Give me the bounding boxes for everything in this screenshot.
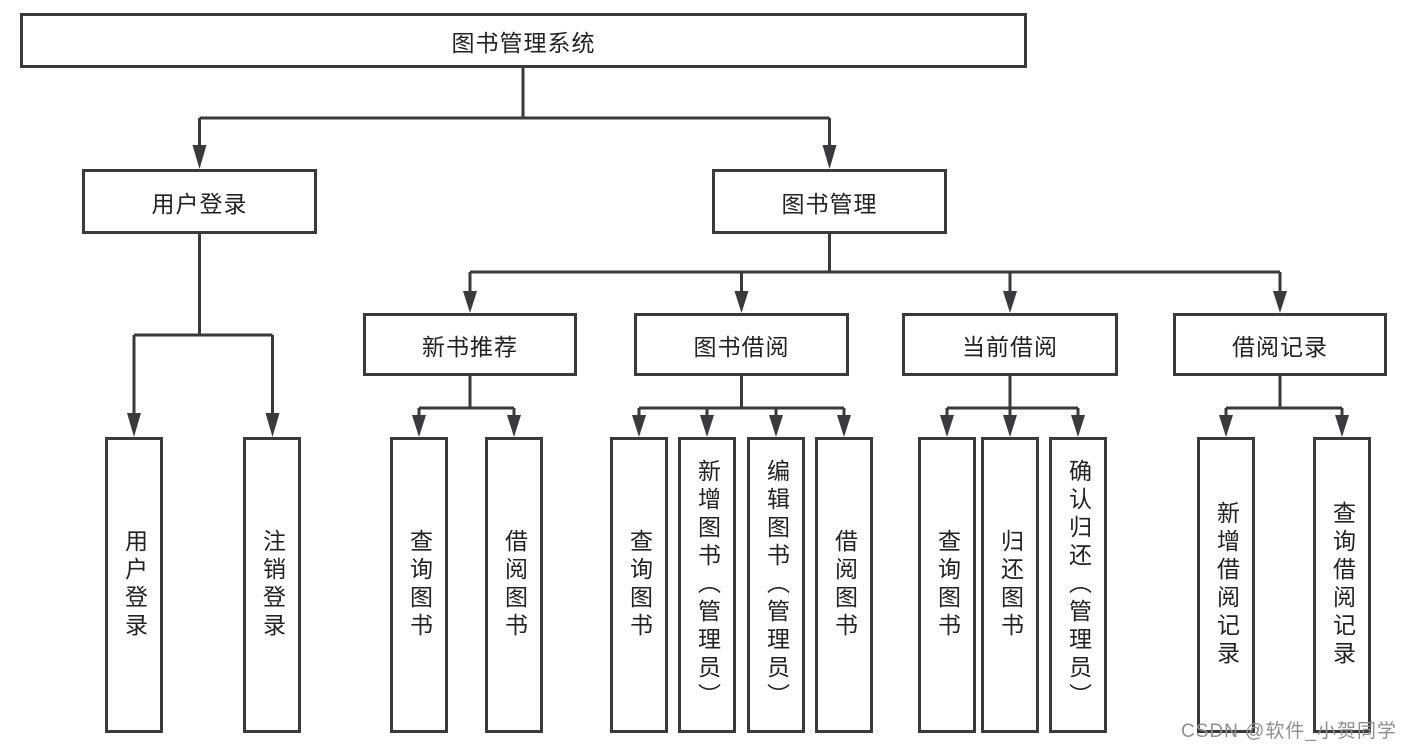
leaf-borrow-borrow: 借阅图书	[815, 437, 873, 733]
watermark: CSDN @软件_小贺同学	[1181, 721, 1397, 742]
connector-root-to-level2	[192, 68, 837, 169]
leaf-records-search: 查询借阅记录	[1313, 437, 1371, 733]
leaf-borrow-edit: 编辑图书（管理员）	[747, 437, 805, 733]
node-book-borrow: 图书借阅	[634, 313, 849, 376]
leaf-user-login: 用户登录	[105, 437, 163, 733]
connector-book-borrow-children	[632, 376, 851, 437]
connector-current-borrow-children	[940, 376, 1085, 437]
node-book-mgmt: 图书管理	[712, 169, 947, 234]
leaf-current-confirm: 确认归还（管理员）	[1049, 437, 1107, 733]
leaf-newbooks-borrow: 借阅图书	[485, 437, 543, 733]
leaf-current-return: 归还图书	[981, 437, 1039, 733]
node-borrow-records: 借阅记录	[1173, 313, 1387, 376]
leaf-logout: 注销登录	[243, 437, 301, 733]
leaf-newbooks-search: 查询图书	[390, 437, 448, 733]
leaf-current-search: 查询图书	[918, 437, 976, 733]
node-user-login: 用户登录	[82, 169, 317, 234]
leaf-records-add: 新增借阅记录	[1197, 437, 1255, 733]
leaf-borrow-search: 查询图书	[610, 437, 668, 733]
leaf-borrow-add: 新增图书（管理员）	[678, 437, 736, 733]
connector-user-login-children	[127, 234, 280, 437]
node-new-books: 新书推荐	[363, 313, 577, 376]
connector-borrow-records-children	[1219, 376, 1349, 437]
node-current-borrow: 当前借阅	[902, 313, 1118, 376]
connector-book-mgmt-children	[463, 234, 1287, 313]
node-root: 图书管理系统	[20, 13, 1027, 68]
connector-new-books-children	[412, 376, 521, 437]
